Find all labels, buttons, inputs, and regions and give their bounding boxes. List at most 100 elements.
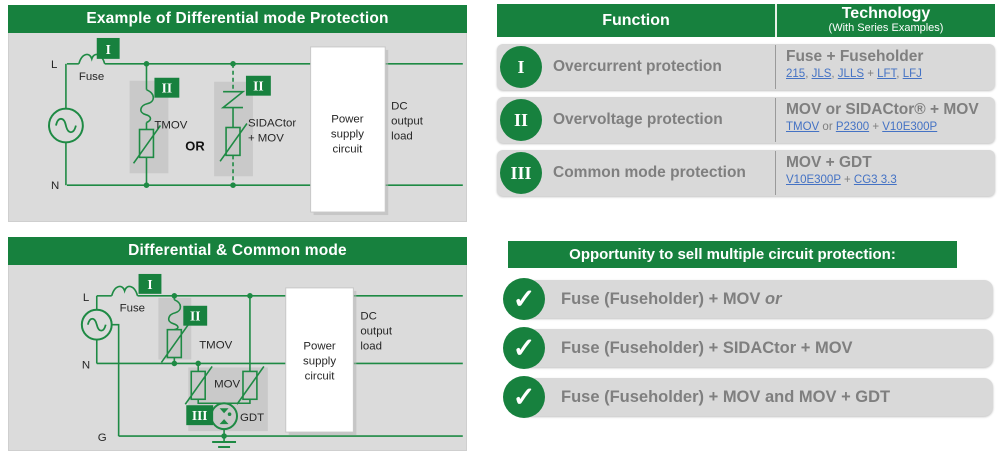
numeral-badge: II xyxy=(500,99,542,141)
table-row: III Common mode protection MOV + GDT V10… xyxy=(497,150,995,196)
line-n-label: N xyxy=(82,359,90,371)
opportunity-item-bar xyxy=(516,378,993,416)
common-panel-title: Differential & Common mode xyxy=(8,237,467,265)
svg-text:output: output xyxy=(360,326,393,338)
function-column-header: Function xyxy=(602,11,670,29)
function-technology-table: Function Technology (With Series Example… xyxy=(497,4,995,196)
badge-overvoltage-tmov-label: II xyxy=(162,81,172,96)
gdt-label: GDT xyxy=(240,412,264,424)
series-link[interactable]: V10E300P xyxy=(882,120,938,133)
function-label: Common mode protection xyxy=(553,164,746,181)
row-divider xyxy=(775,151,776,195)
power-supply-label: Power supply circuit xyxy=(303,341,336,383)
series-links: 215, JLS, JLLS + LFT, LFJ xyxy=(786,68,991,82)
opportunity-title: Opportunity to sell multiple circuit pro… xyxy=(508,241,957,268)
checkmark-icon: ✓ xyxy=(503,376,545,418)
badge-overvoltage xyxy=(183,305,208,326)
dc-output-load-label: DC output load xyxy=(391,101,424,143)
technology-column-header: Technology (With Series Examples) xyxy=(777,4,995,37)
technology-header-subtitle: (With Series Examples) xyxy=(828,22,944,35)
common-mode-panel: Differential & Common mode xyxy=(8,237,467,451)
common-circuit-area: I II III L Fuse N G TMOV MOV GDT Power s… xyxy=(8,265,467,451)
differential-mode-panel: Example of Differential mode Protection xyxy=(8,5,467,222)
technology-header-title: Technology xyxy=(841,5,931,23)
opportunity-item: ✓ Fuse (Fuseholder) + SIDACtor + MOV xyxy=(503,327,993,369)
badge-overvoltage-sidactor xyxy=(245,75,271,96)
power-supply-box xyxy=(310,46,386,213)
table-row: II Overvoltage protection MOV or SIDACto… xyxy=(497,97,995,143)
thermal-element-symbol xyxy=(167,299,182,331)
separator-text: or xyxy=(819,120,836,133)
separator-text: + xyxy=(840,173,854,186)
function-label: Overvoltage protection xyxy=(553,111,723,128)
badge-common-mode-label: III xyxy=(192,408,208,423)
power-supply-box xyxy=(285,287,354,433)
badge-overcurrent-label: I xyxy=(147,277,152,292)
technology-title: Fuse + Fuseholder xyxy=(786,48,924,65)
header-divider xyxy=(775,4,777,37)
series-link[interactable]: LFJ xyxy=(902,67,922,80)
opportunity-item-label: Fuse (Fuseholder) + MOV or xyxy=(561,289,782,308)
junction-dots xyxy=(143,61,236,188)
dc-output-load-label: DC output load xyxy=(360,311,393,353)
ac-source-icon xyxy=(48,107,84,144)
series-link[interactable]: JLLS xyxy=(837,67,865,80)
tmov-label: TMOV xyxy=(154,119,187,131)
badge-overcurrent xyxy=(96,37,120,59)
sidactor-mov-label: + MOV xyxy=(248,132,284,144)
svg-text:supply: supply xyxy=(303,355,336,367)
table-header: Function Technology (With Series Example… xyxy=(497,4,995,37)
series-link[interactable]: LFT xyxy=(877,67,897,80)
svg-text:load: load xyxy=(360,341,382,353)
table-row: I Overcurrent protection Fuse + Fusehold… xyxy=(497,44,995,90)
opportunity-item-label: Fuse (Fuseholder) + SIDACtor + MOV xyxy=(561,338,853,357)
svg-text:Power: Power xyxy=(303,341,336,353)
opportunity-item-label: Fuse (Fuseholder) + MOV and MOV + GDT xyxy=(561,387,891,406)
fuse-label: Fuse xyxy=(120,303,145,315)
series-link[interactable]: JLS xyxy=(811,67,832,80)
series-link[interactable]: P2300 xyxy=(835,120,870,133)
svg-text:circuit: circuit xyxy=(333,143,364,155)
line-l-label: L xyxy=(51,59,57,71)
series-links: V10E300P + CG3 3.3 xyxy=(786,174,991,188)
fuse-symbol xyxy=(110,285,139,297)
opportunity-item-bar xyxy=(516,280,993,318)
differential-circuit-diagram: I II II L Fuse N TMOV OR SIDACtor + MOV … xyxy=(48,37,463,216)
series-link[interactable]: 215 xyxy=(786,67,806,80)
power-supply-label: Power supply circuit xyxy=(331,114,364,156)
technology-cell: Fuse + Fuseholder 215, JLS, JLLS + LFT, … xyxy=(786,47,991,82)
svg-text:DC: DC xyxy=(391,101,408,113)
or-label: OR xyxy=(185,138,205,153)
svg-text:output: output xyxy=(391,116,424,128)
opportunity-item-bar xyxy=(516,329,993,367)
svg-text:circuit: circuit xyxy=(305,370,336,382)
technology-cell: MOV or SIDACtor® + MOV TMOV or P2300 + V… xyxy=(786,100,991,135)
separator-text: , xyxy=(831,67,838,80)
series-link[interactable]: TMOV xyxy=(786,120,820,133)
tmov-label: TMOV xyxy=(199,340,232,352)
sidactor-label: SIDACtor xyxy=(248,118,296,130)
separator-text: , xyxy=(805,67,812,80)
checkmark-icon: ✓ xyxy=(503,278,545,320)
technology-cell: MOV + GDT V10E300P + CG3 3.3 xyxy=(786,153,991,188)
numeral-badge: I xyxy=(500,46,542,88)
row-divider xyxy=(775,98,776,142)
series-link[interactable]: CG3 3.3 xyxy=(853,173,897,186)
technology-title: MOV or SIDACtor® + MOV xyxy=(786,101,979,118)
function-label: Overcurrent protection xyxy=(553,58,722,75)
separator-text: + xyxy=(864,67,878,80)
separator-text: , xyxy=(896,67,903,80)
circuit-wires xyxy=(48,53,463,186)
series-link[interactable]: V10E300P xyxy=(786,173,841,186)
line-g-label: G xyxy=(98,432,107,444)
svg-text:DC: DC xyxy=(360,311,377,323)
checkmark-icon: ✓ xyxy=(503,327,545,369)
junction-dots xyxy=(171,293,253,439)
technology-title: MOV + GDT xyxy=(786,154,872,171)
series-links: TMOV or P2300 + V10E300P xyxy=(786,121,991,135)
badge-overvoltage-label: II xyxy=(190,309,200,324)
badge-overcurrent xyxy=(138,273,162,294)
row-divider xyxy=(775,45,776,89)
svg-text:Power: Power xyxy=(331,114,364,126)
